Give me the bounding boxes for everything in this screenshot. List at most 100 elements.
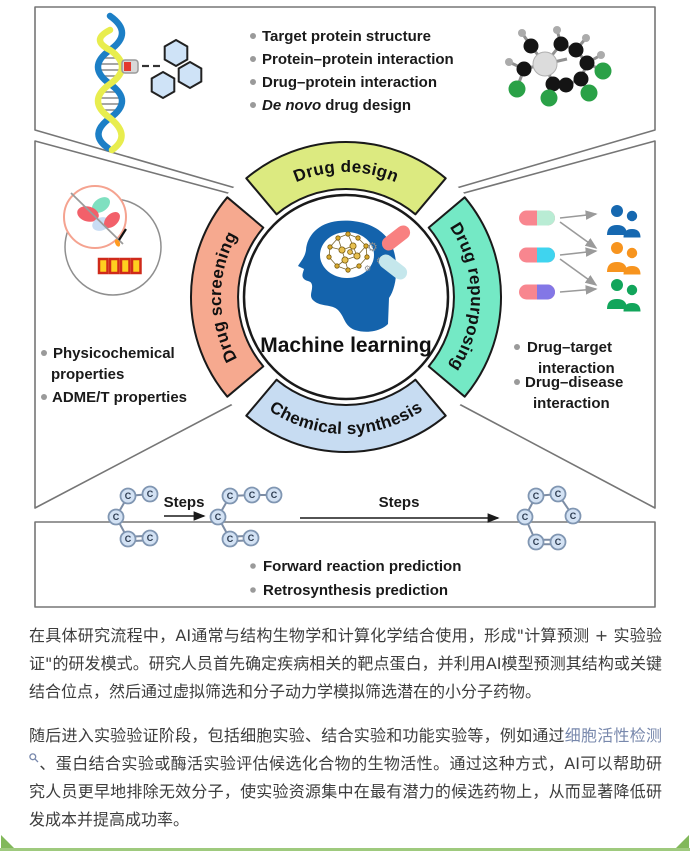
carbon-atoms	[516, 36, 595, 93]
drug-repurposing-bullets: Drug–target interaction Drug–disease int…	[514, 339, 623, 412]
molecule-3d-icon	[505, 26, 612, 107]
gear-icon: ⚙	[367, 240, 378, 254]
svg-text:C: C	[271, 490, 278, 500]
chemical-synthesis-icons: C C C C C C C C C C C C C C C C C Steps …	[107, 485, 582, 599]
flame-icon	[114, 239, 121, 247]
svg-text:C: C	[570, 511, 577, 521]
blue-capsule-icon	[378, 254, 408, 280]
bullet-dot	[250, 102, 256, 108]
neural-network-nodes	[326, 231, 370, 273]
bullet-protein-protein-interaction: Protein–protein interaction	[262, 51, 454, 68]
bullet-drug-disease-2: interaction	[533, 395, 610, 412]
assay-wells	[97, 257, 142, 275]
bullet-retrosynthesis: Retrosynthesis prediction	[263, 582, 448, 599]
selection-bar[interactable]	[0, 848, 690, 851]
svg-text:C: C	[215, 512, 222, 522]
pill-row-2	[519, 247, 555, 263]
compound-blob-red	[77, 206, 99, 222]
svg-text:C: C	[125, 491, 132, 501]
dna-binder-red	[124, 62, 131, 71]
selection-handle-left[interactable]	[1, 835, 14, 848]
paragraph-2-post: 、蛋白结合实验或酶活实验评估候选化合物的生物活性。通过这种方式，AI可以帮助研究…	[29, 754, 662, 829]
compound-blob-pink	[104, 212, 120, 228]
svg-text:C: C	[555, 489, 562, 499]
svg-text:C: C	[522, 512, 529, 522]
dna-strand-yellow	[94, 26, 126, 154]
arc-chemical-synthesis	[245, 378, 447, 453]
bullet-physicochemical-2: properties	[51, 366, 124, 383]
svg-text:C: C	[113, 512, 120, 522]
bullet-dot	[250, 563, 256, 569]
search-icon[interactable]	[29, 752, 39, 766]
patient-group-blue	[607, 205, 641, 238]
arc-drug-design	[245, 141, 447, 216]
svg-text:C: C	[227, 491, 234, 501]
arc-drug-screening	[190, 196, 265, 398]
de-novo-rest: drug design	[325, 97, 411, 114]
gear-icon: ⚙	[364, 264, 371, 273]
match-stick	[118, 228, 127, 241]
svg-text:C: C	[248, 533, 255, 543]
panel-chemical-synthesis	[34, 521, 656, 608]
patient-group-orange	[607, 242, 641, 275]
bullet-dot	[514, 344, 520, 350]
central-atom	[532, 51, 558, 77]
bullet-drug-target-2: interaction	[538, 360, 615, 377]
dna-icon	[94, 12, 203, 154]
paragraph-2-pre: 随后进入实验验证阶段，包括细胞实验、结合实验和功能实验等，例如通过	[29, 726, 565, 745]
drug-screening-icon	[63, 185, 162, 296]
bullet-dot	[250, 56, 256, 62]
ligand-hexagons-icon	[150, 38, 203, 100]
bullet-drug-protein-interaction: Drug–protein interaction	[262, 74, 437, 91]
bullet-drug-disease: Drug–disease	[525, 374, 623, 391]
chlorine-atoms	[508, 62, 612, 107]
svg-text:C: C	[555, 537, 562, 547]
svg-text:C: C	[147, 489, 154, 499]
bullet-dot	[514, 379, 520, 385]
arc-drug-repurposing	[427, 196, 502, 398]
svg-text:C: C	[147, 533, 154, 543]
machine-learning-head-icon: ⚙ ⚙ ⚙	[298, 220, 411, 332]
bullet-admet-properties: ADME/T properties	[52, 389, 187, 406]
cell-viability-link-text[interactable]: 细胞活性检测	[564, 726, 662, 745]
svg-text:C: C	[533, 537, 540, 547]
patient-group-green	[607, 279, 641, 312]
compound-blob-teal	[91, 197, 111, 213]
steps-label-1: Steps	[164, 494, 205, 511]
bullet-target-protein-structure: Target protein structure	[262, 28, 431, 45]
repurposing-arrows	[559, 210, 598, 295]
svg-text:C: C	[125, 534, 132, 544]
bullet-physicochemical: Physicochemical	[53, 345, 175, 362]
ring	[190, 141, 502, 453]
bullet-drug-target: Drug–target	[527, 339, 612, 356]
bullet-dot	[41, 350, 47, 356]
bullet-dot	[250, 587, 256, 593]
cell-viability-assay-link[interactable]: 细胞活性检测	[29, 726, 662, 773]
bullet-dot	[250, 33, 256, 39]
paragraph-2: 随后进入实验验证阶段，包括细胞实验、结合实验和功能实验等，例如通过细胞活性检测、…	[29, 722, 662, 834]
article-text: 在具体研究流程中，AI通常与结构生物学和计算化学结合使用，形成"计算预测 + 实…	[29, 622, 662, 834]
ml-drug-discovery-figure: Drug design Chemical synthesis Drug scre…	[34, 6, 656, 608]
carbon-circles: C C C C C C C C C C C C C C C C C	[107, 485, 582, 551]
drug-repurposing-icons	[519, 205, 641, 312]
selection-handle-right[interactable]	[676, 835, 689, 848]
drug-design-bullets: Target protein structure Protein–protein…	[250, 28, 454, 114]
strike-line	[70, 192, 124, 245]
svg-text:C: C	[533, 491, 540, 501]
svg-text:C: C	[249, 490, 256, 500]
red-capsule-icon	[381, 225, 411, 251]
bullet-dot	[41, 394, 47, 400]
paragraph-1: 在具体研究流程中，AI通常与结构生物学和计算化学结合使用，形成"计算预测 + 实…	[29, 622, 662, 706]
bullet-forward-reaction: Forward reaction prediction	[263, 558, 461, 575]
pill-row-1	[519, 210, 555, 226]
pill-row-3	[519, 284, 555, 300]
hydrogen-atoms	[505, 26, 605, 66]
center-label: Machine learning	[260, 334, 432, 357]
svg-text:C: C	[227, 534, 234, 544]
steps-label-2: Steps	[379, 494, 420, 511]
drug-screening-bullets: Physicochemical properties ADME/T proper…	[41, 345, 187, 406]
paragraph-1-text: 在具体研究流程中，AI通常与结构生物学和计算化学结合使用，形成"计算预测 + 实…	[29, 626, 662, 701]
bullet-dot	[250, 79, 256, 85]
